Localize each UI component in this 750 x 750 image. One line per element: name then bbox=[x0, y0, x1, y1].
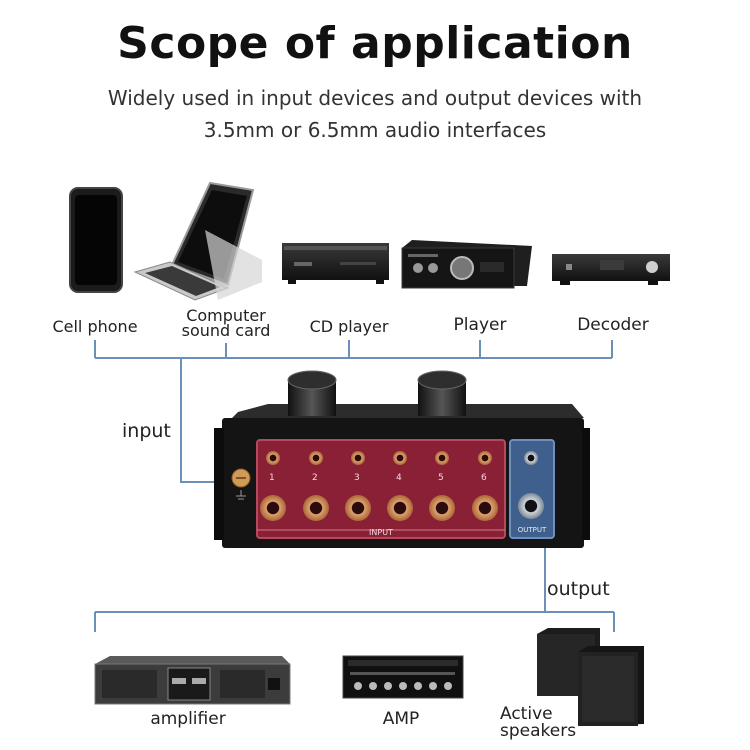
page-title: Scope of application bbox=[117, 18, 633, 69]
output-label: output bbox=[547, 578, 610, 600]
subtitle-line-2: 3.5mm or 6.5mm audio interfaces bbox=[203, 118, 547, 142]
channel-1: 1 bbox=[269, 473, 275, 483]
channel-6: 6 bbox=[481, 473, 487, 483]
large-jacks bbox=[260, 493, 544, 521]
label-cell-phone: Cell phone bbox=[52, 317, 138, 336]
small-jacks bbox=[266, 451, 538, 465]
knob-right-icon bbox=[417, 370, 467, 416]
laptop-icon bbox=[133, 181, 262, 301]
knob-left-icon bbox=[287, 370, 337, 416]
label-active-speakers: Active speakers bbox=[500, 704, 577, 741]
channel-3: 3 bbox=[354, 473, 360, 483]
label-cd-player: CD player bbox=[309, 317, 389, 336]
label-player: Player bbox=[453, 315, 507, 335]
amp-icon bbox=[342, 655, 464, 699]
input-panel-label: INPUT bbox=[369, 528, 393, 537]
output-panel-label: OUTPUT bbox=[517, 526, 547, 534]
subtitle-line-1: Widely used in input devices and output … bbox=[107, 86, 643, 110]
cell-phone-icon bbox=[69, 187, 123, 293]
label-amplifier: amplifier bbox=[150, 709, 226, 729]
player-icon bbox=[401, 240, 532, 289]
ground-screw-icon bbox=[231, 468, 251, 500]
channel-numbers: 1 2 3 4 5 6 bbox=[257, 473, 505, 487]
label-amp: AMP bbox=[382, 709, 420, 729]
speakers-icon bbox=[537, 628, 644, 726]
amplifier-icon bbox=[94, 656, 291, 705]
label-computer-sound-card: Computer sound card bbox=[181, 306, 271, 340]
channel-2: 2 bbox=[312, 473, 318, 483]
audio-switcher-device bbox=[214, 370, 590, 548]
input-label: input bbox=[122, 420, 171, 442]
decoder-icon bbox=[552, 254, 670, 285]
subtitle: Widely used in input devices and output … bbox=[0, 82, 750, 146]
cd-player-icon bbox=[282, 243, 389, 284]
channel-4: 4 bbox=[396, 473, 402, 483]
output-connector-lines bbox=[94, 540, 615, 632]
label-decoder: Decoder bbox=[577, 315, 649, 335]
channel-5: 5 bbox=[438, 473, 444, 483]
